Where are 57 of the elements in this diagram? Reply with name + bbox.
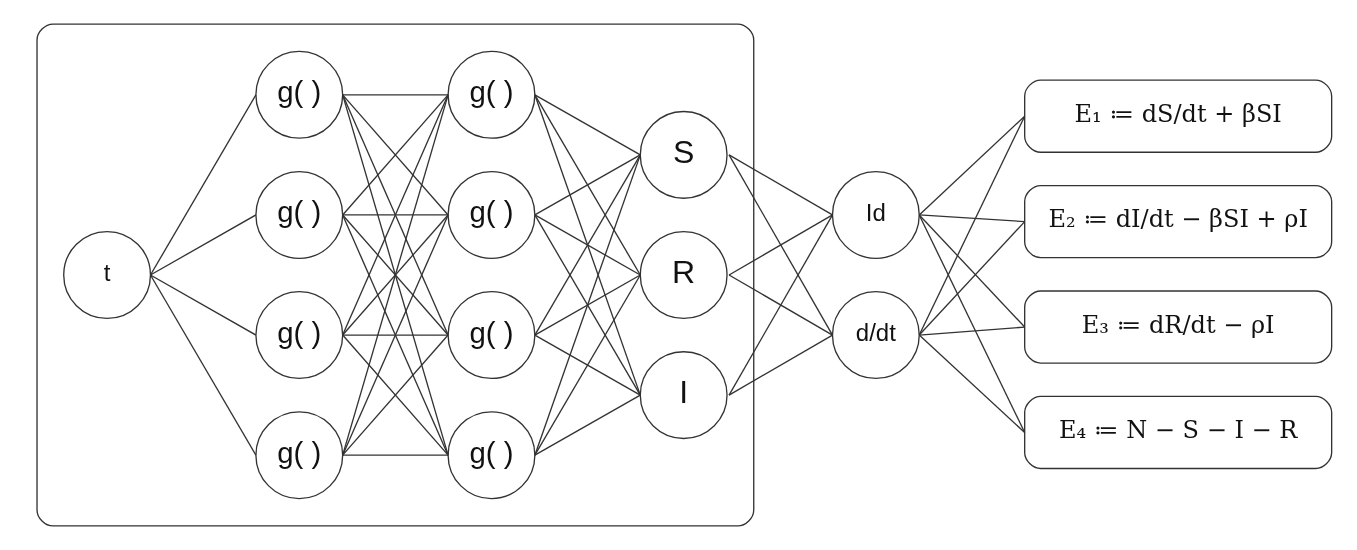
node-box: E₄ ≔ N − S − I − R xyxy=(1023,395,1332,470)
connector xyxy=(727,334,833,396)
connector xyxy=(727,274,833,336)
connector xyxy=(533,154,641,216)
connector xyxy=(533,94,641,396)
connector xyxy=(533,334,641,396)
node-circle: I xyxy=(639,351,728,440)
node-box: E₂ ≔ dI/dt − βSI + ρI xyxy=(1023,184,1332,259)
node-circle: g( ) xyxy=(446,411,535,500)
connector xyxy=(341,94,449,336)
connector xyxy=(341,454,449,456)
node-circle: S xyxy=(639,110,728,199)
connector xyxy=(533,214,641,276)
connector xyxy=(918,115,1025,216)
connector xyxy=(149,274,257,456)
connector xyxy=(149,214,257,276)
connector xyxy=(727,154,833,216)
connector xyxy=(918,115,1025,336)
connector xyxy=(341,214,449,216)
connector xyxy=(341,214,449,336)
connector xyxy=(918,214,1025,434)
connector xyxy=(918,334,1025,434)
node-box: E₁ ≔ dS/dt + βSI xyxy=(1023,79,1332,153)
connector xyxy=(533,274,641,456)
connector xyxy=(533,94,641,276)
node-circle: g( ) xyxy=(446,170,535,259)
connector xyxy=(727,214,833,276)
connector xyxy=(533,274,641,336)
connector xyxy=(727,214,833,396)
node-circle: g( ) xyxy=(254,170,343,259)
connector xyxy=(533,154,641,456)
connector xyxy=(727,154,833,336)
connector xyxy=(341,334,449,336)
node-circle: t xyxy=(62,230,151,320)
node-circle: d/dt xyxy=(831,291,920,380)
connector xyxy=(533,214,641,396)
node-circle: R xyxy=(639,230,728,320)
cluster xyxy=(35,23,754,527)
connector xyxy=(149,274,257,336)
node-circle: g( ) xyxy=(254,291,343,380)
connector xyxy=(533,154,641,336)
node-circle: Id xyxy=(831,170,920,259)
node-circle: g( ) xyxy=(446,50,535,139)
connector xyxy=(918,214,1025,223)
connector xyxy=(341,334,449,456)
node-circle: g( ) xyxy=(446,291,535,380)
node-circle: g( ) xyxy=(254,50,343,139)
connector xyxy=(533,394,641,456)
connector xyxy=(341,94,449,96)
connector xyxy=(533,94,641,156)
node-box: E₃ ≔ dR/dt − ρI xyxy=(1023,290,1332,364)
connector xyxy=(341,94,449,456)
connector xyxy=(341,94,449,216)
connector xyxy=(149,94,257,276)
node-circle: g( ) xyxy=(254,411,343,500)
connector xyxy=(918,326,1025,336)
connector xyxy=(341,214,449,456)
